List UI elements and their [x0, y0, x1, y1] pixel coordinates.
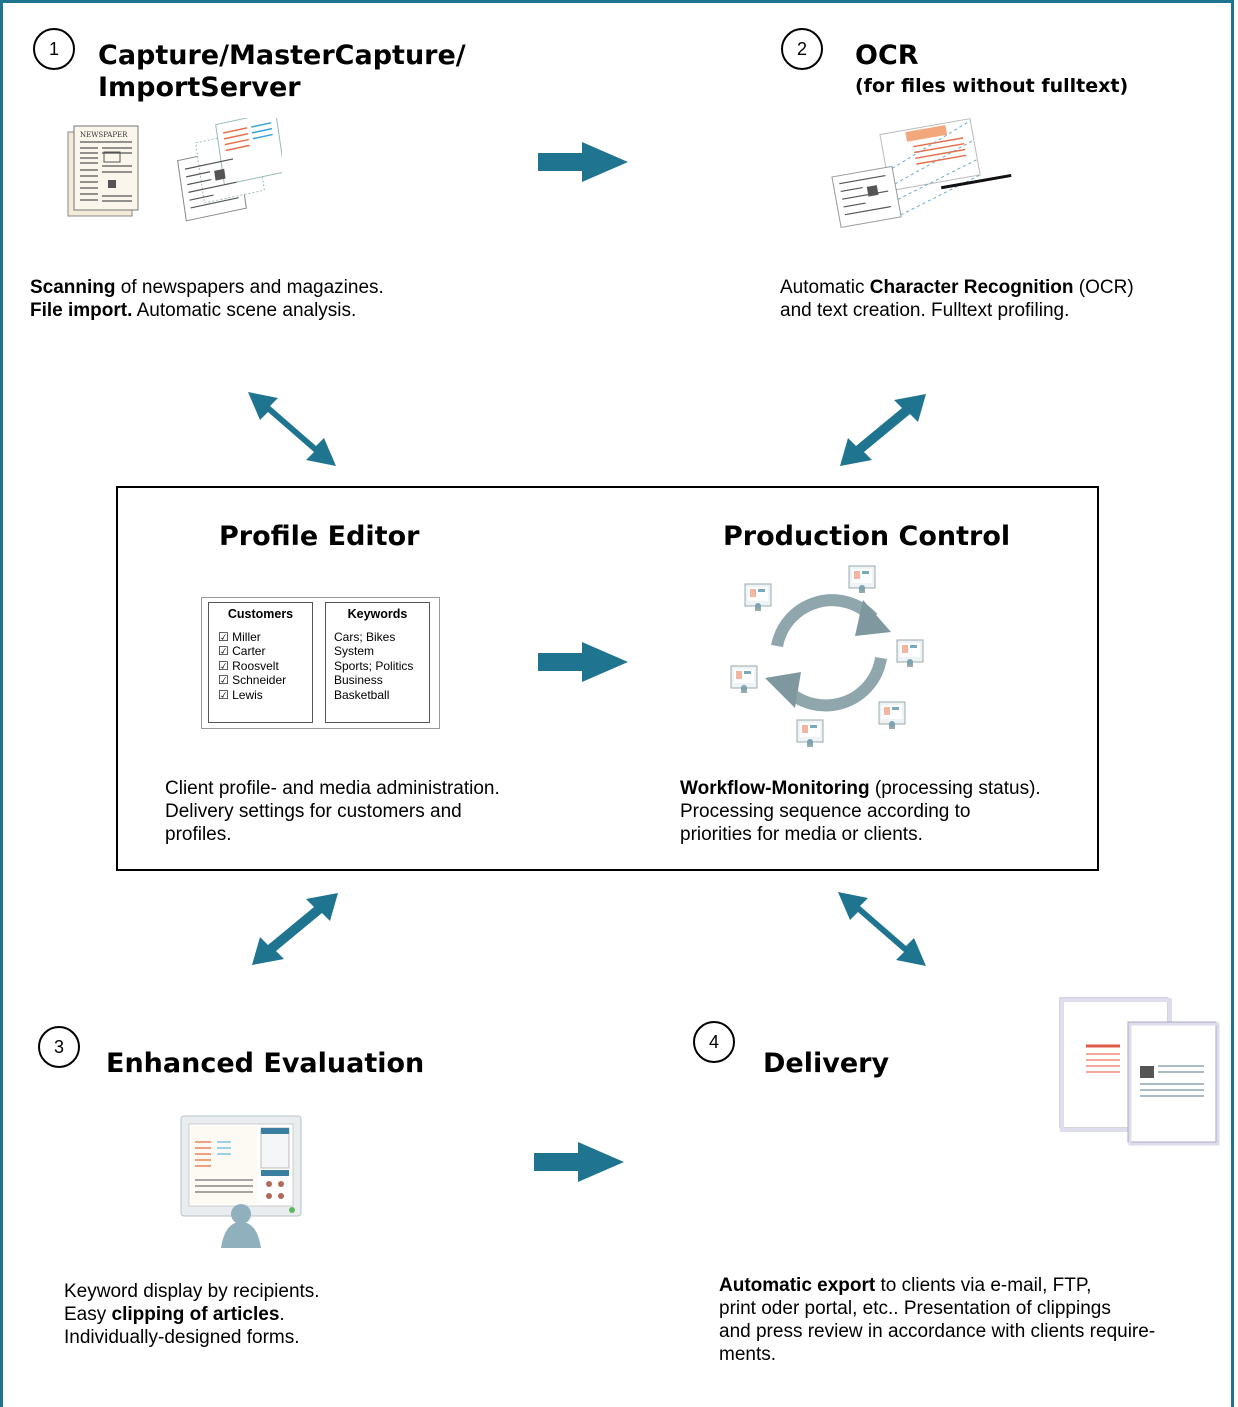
- evaluation-desc-bold2: clipping of articles: [111, 1304, 280, 1325]
- profile-editor-table: Customers ☑ Miller ☑ Carter ☑ Roosvelt ☑…: [201, 597, 440, 729]
- evaluation-title: Enhanced Evaluation: [106, 1048, 425, 1079]
- capture-title: Capture/MasterCapture/ ImportServer: [98, 40, 466, 104]
- capture-desc-bold2: File import.: [30, 300, 133, 321]
- monitor-icon: [744, 583, 772, 612]
- production-control-title: Production Control: [723, 521, 1011, 552]
- evaluation-description: Keyword display by recipients. Easy clip…: [64, 1280, 484, 1349]
- keyword-item: Business: [334, 673, 383, 687]
- delivery-description: Automatic export to clients via e-mail, …: [719, 1274, 1229, 1366]
- capture-description: Scanning of newspapers and magazines. Fi…: [30, 276, 490, 322]
- monitor-icon: [796, 719, 824, 748]
- step-1-number: 1: [33, 28, 75, 70]
- keyword-item: Cars; Bikes: [334, 629, 396, 644]
- keywords-column: Keywords Cars; Bikes System Sports; Poli…: [325, 602, 430, 723]
- delivery-documents-icon: [1058, 996, 1223, 1146]
- delivery-desc-line4: ments.: [719, 1344, 777, 1365]
- customer-name: Schneider: [232, 673, 287, 687]
- step-2-number: 2: [781, 28, 823, 70]
- delivery-desc-rest1: to clients via e-mail, FTP,: [875, 1275, 1092, 1296]
- customer-name: Roosvelt: [232, 658, 279, 673]
- keywords-header: Keywords: [347, 607, 408, 621]
- keyword-item: System: [334, 644, 375, 658]
- arrow-right-top: [538, 142, 628, 182]
- ocr-subtitle: (for files without fulltext): [855, 75, 1129, 97]
- production-desc-line3: priorities for media or clients.: [680, 824, 923, 845]
- keyword-item: Sports; Politics: [334, 658, 414, 673]
- double-arrow-bottom-right: [838, 892, 928, 967]
- ocr-desc-pre: Automatic: [780, 277, 870, 298]
- customer-item: ☑ Carter: [218, 644, 312, 659]
- arrow-right-center: [538, 642, 628, 682]
- capture-desc-bold1: Scanning: [30, 277, 116, 298]
- keyword-item: Basketball: [334, 687, 390, 702]
- customer-item: ☑ Miller: [218, 630, 312, 645]
- customer-item: ☑ Lewis: [218, 688, 312, 703]
- capture-title-line2: ImportServer: [98, 72, 301, 103]
- profile-editor-desc-line3: profiles.: [165, 824, 232, 845]
- central-control-box: [116, 486, 1099, 871]
- profile-editor-desc-line2: Delivery settings for customers and: [165, 801, 462, 822]
- customer-item: ☑ Roosvelt: [218, 659, 312, 674]
- ocr-title: OCR: [855, 40, 919, 71]
- double-arrow-top-right: [838, 394, 928, 466]
- ocr-document-icon: [815, 118, 1015, 243]
- delivery-desc-line3: and press review in accordance with clie…: [719, 1321, 1156, 1342]
- customers-header: Customers: [227, 607, 294, 621]
- capture-desc-rest1: of newspapers and magazines.: [115, 277, 384, 298]
- step-4-number: 4: [693, 1021, 735, 1063]
- monitor-icon: [896, 639, 924, 668]
- delivery-title: Delivery: [763, 1048, 890, 1079]
- double-arrow-bottom-left: [250, 893, 340, 965]
- ocr-desc-bold: Character Recognition: [869, 277, 1074, 298]
- production-desc-rest1: (processing status).: [869, 778, 1041, 799]
- capture-desc-rest2: Automatic scene analysis.: [132, 300, 357, 321]
- monitor-icon: [878, 701, 906, 730]
- evaluation-desc-line3: Individually-designed forms.: [64, 1327, 300, 1348]
- customers-column: Customers ☑ Miller ☑ Carter ☑ Roosvelt ☑…: [208, 602, 313, 723]
- evaluation-monitor-icon: [177, 1110, 307, 1250]
- ocr-desc-line2: and text creation. Fulltext profiling.: [780, 300, 1070, 321]
- checkbox-icon: ☑: [218, 687, 229, 702]
- checkbox-icon: ☑: [218, 673, 229, 687]
- checkbox-icon: ☑: [218, 629, 229, 644]
- newspaper-scan-icon: NEWSPAPER: [62, 118, 282, 228]
- evaluation-desc-line1: Keyword display by recipients.: [64, 1281, 320, 1302]
- workflow-cycle-icon: [725, 562, 945, 752]
- customer-name: Lewis: [232, 687, 263, 702]
- checkbox-icon: ☑: [218, 644, 229, 658]
- ocr-desc-post: (OCR): [1073, 277, 1134, 298]
- production-control-description: Workflow-Monitoring (processing status).…: [680, 777, 1110, 846]
- newspaper-masthead-text: NEWSPAPER: [80, 131, 128, 139]
- step-3-number: 3: [38, 1026, 80, 1068]
- ocr-description: Automatic Character Recognition (OCR) an…: [780, 276, 1220, 322]
- production-desc-bold: Workflow-Monitoring: [680, 778, 870, 799]
- delivery-desc-line2: print oder portal, etc.. Presentation of…: [719, 1298, 1111, 1319]
- profile-editor-title: Profile Editor: [219, 521, 420, 552]
- evaluation-desc-post2: .: [279, 1304, 285, 1325]
- evaluation-desc-pre2: Easy: [64, 1304, 112, 1325]
- delivery-desc-bold: Automatic export: [719, 1275, 876, 1296]
- monitor-icon: [730, 665, 758, 694]
- profile-editor-description: Client profile- and media administration…: [165, 777, 585, 846]
- customer-name: Miller: [232, 629, 261, 644]
- checkbox-icon: ☑: [218, 658, 229, 673]
- customer-item: ☑ Schneider: [218, 673, 312, 688]
- customer-name: Carter: [232, 644, 266, 658]
- double-arrow-top-left: [248, 392, 338, 467]
- production-desc-line2: Processing sequence according to: [680, 801, 971, 822]
- monitor-icon: [848, 565, 876, 594]
- arrow-right-bottom: [534, 1142, 624, 1182]
- profile-editor-desc-line1: Client profile- and media administration…: [165, 778, 500, 799]
- capture-title-line1: Capture/MasterCapture/: [98, 40, 466, 71]
